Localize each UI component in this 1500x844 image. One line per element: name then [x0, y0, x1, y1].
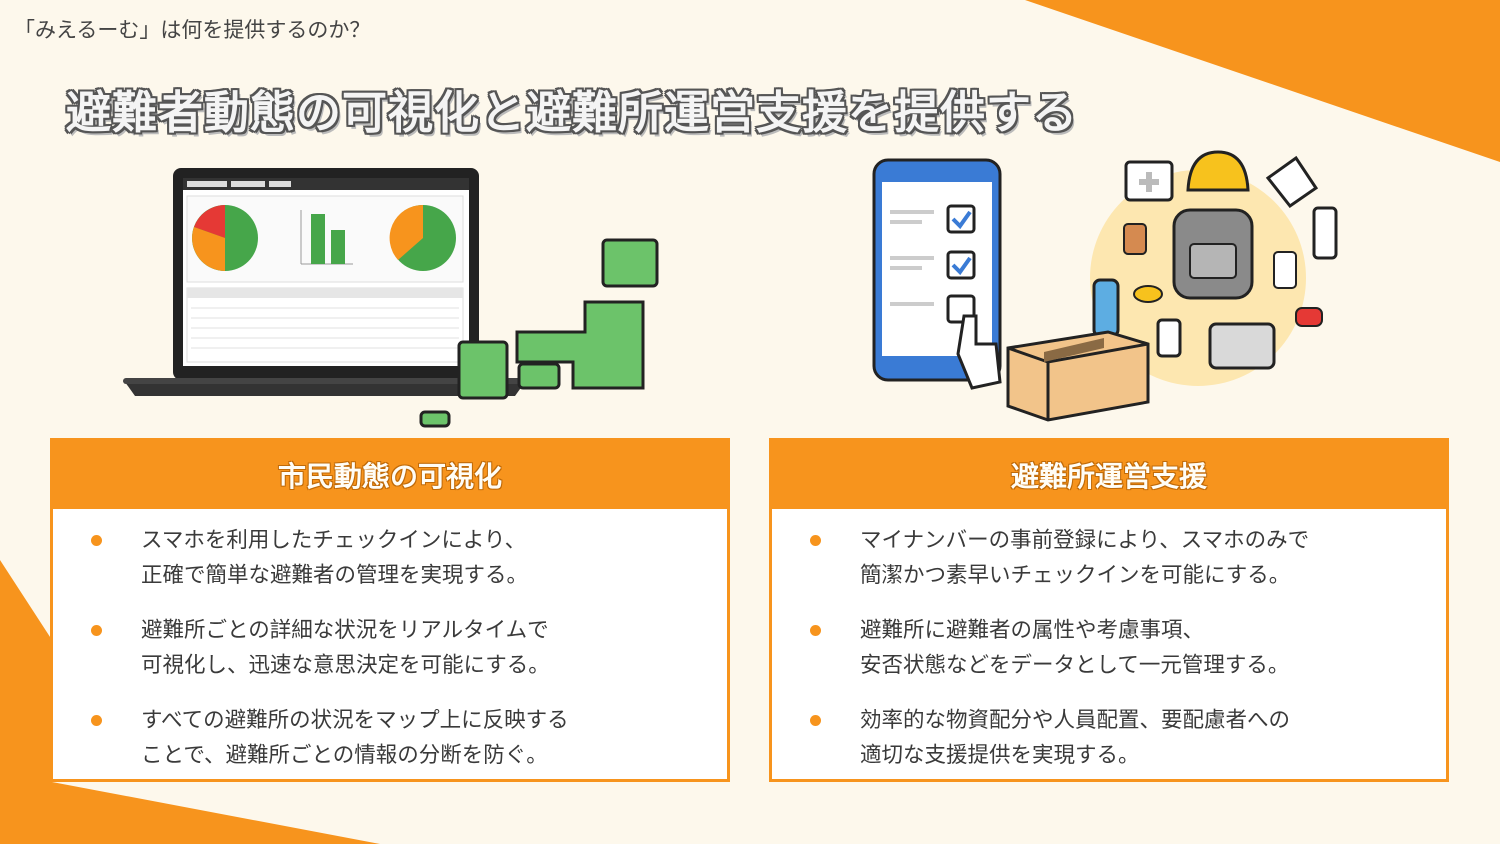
bullet-dot-icon [810, 715, 821, 726]
bullet-line: 効率的な物資配分や人員配置、要配慮者への [860, 708, 1291, 733]
bullet-item: 効率的な物資配分や人員配置、要配慮者への 適切な支援提供を実現する。 [772, 703, 1446, 773]
bullet-line: マイナンバーの事前登録により、スマホのみで [860, 528, 1310, 553]
bullet-line: 避難所に避難者の属性や考慮事項、 [860, 618, 1205, 643]
bullet-line: ことで、避難所ごとの情報の分断を防ぐ。 [141, 743, 548, 768]
emergency-supplies-icon [1092, 150, 1338, 370]
bullet-dot-icon [810, 625, 821, 636]
pointing-hand-icon [956, 314, 1002, 390]
card-header: 避難所運営支援 [772, 441, 1446, 509]
bullet-dot-icon [91, 715, 102, 726]
bullet-line: 正確で簡単な避難者の管理を実現する。 [141, 563, 529, 588]
bullet-item: マイナンバーの事前登録により、スマホのみで 簡潔かつ素早いチェックインを可能にす… [772, 523, 1446, 593]
bullet-line: 避難所ごとの詳細な状況をリアルタイムで [141, 618, 549, 643]
shelter-management-card: 避難所運営支援 マイナンバーの事前登録により、スマホのみで 簡潔かつ素早いチェッ… [769, 438, 1449, 782]
top-right-orange-shape [1025, 0, 1500, 162]
bullet-line: スマホを利用したチェックインにより、 [141, 528, 527, 553]
bullet-item: すべての避難所の状況をマップ上に反映する ことで、避難所ごとの情報の分断を防ぐ。 [53, 703, 727, 773]
bullet-line: 簡潔かつ素早いチェックインを可能にする。 [860, 563, 1291, 588]
laptop-dashboard-icon [123, 168, 527, 396]
bottom-left-orange-shape [0, 560, 380, 844]
checkin-supplies-illustration [872, 150, 1338, 422]
citizen-visualization-card: 市民動態の可視化 スマホを利用したチェックインにより、 正確で簡単な避難者の管理… [50, 438, 730, 782]
bar-chart-icon [300, 210, 353, 265]
bullet-line: 適切な支援提供を実現する。 [860, 743, 1140, 768]
bullet-line: 安否状態などをデータとして一元管理する。 [860, 653, 1290, 678]
card-header: 市民動態の可視化 [53, 441, 727, 509]
card-title: 避難所運営支援 [1010, 460, 1207, 493]
slide-title: 避難者動態の可視化と避難所運営支援を提供する [66, 86, 1079, 139]
bullet-item: 避難所ごとの詳細な状況をリアルタイムで 可視化し、迅速な意思決定を可能にする。 [53, 613, 727, 683]
cardboard-box-icon [1006, 330, 1150, 422]
bullet-dot-icon [810, 535, 821, 546]
laptop-dashboard-illustration [123, 168, 659, 428]
slide-subtitle: 「みえるーむ」は何を提供するのか？ [14, 18, 371, 42]
bullet-dot-icon [91, 535, 102, 546]
bullet-dot-icon [91, 625, 102, 636]
bullet-item: 避難所に避難者の属性や考慮事項、 安否状態などをデータとして一元管理する。 [772, 613, 1446, 683]
japan-map-icon [419, 238, 659, 428]
bullet-list: マイナンバーの事前登録により、スマホのみで 簡潔かつ素早いチェックインを可能にす… [772, 509, 1446, 773]
pie-chart-icon [192, 204, 456, 271]
card-title: 市民動態の可視化 [277, 460, 502, 493]
bullet-list: スマホを利用したチェックインにより、 正確で簡単な避難者の管理を実現する。 避難… [53, 509, 727, 773]
bullet-line: 可視化し、迅速な意思決定を可能にする。 [141, 653, 550, 678]
bullet-line: すべての避難所の状況をマップ上に反映する [141, 708, 569, 733]
bullet-item: スマホを利用したチェックインにより、 正確で簡単な避難者の管理を実現する。 [53, 523, 727, 593]
